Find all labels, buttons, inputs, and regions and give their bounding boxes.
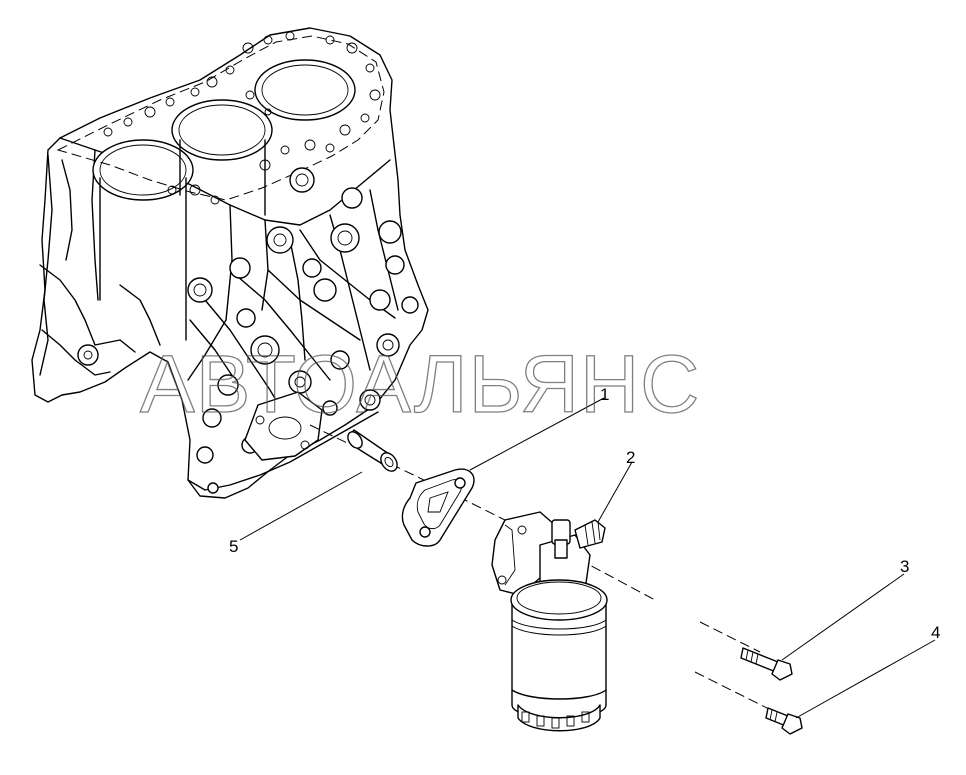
callout-1: 1 (600, 385, 609, 404)
leader-line-4 (795, 639, 936, 719)
filter-canister (510, 579, 608, 732)
part-4-bolt (765, 707, 803, 735)
leader-lines (239, 397, 936, 719)
callout-4: 4 (931, 623, 940, 642)
part-3-bolt (740, 647, 793, 681)
bolt-axis-upper (699, 621, 761, 653)
callout-3: 3 (900, 557, 909, 576)
callout-2: 2 (626, 448, 635, 467)
part-5-bushing (347, 429, 398, 472)
callout-5: 5 (229, 537, 238, 556)
leader-line-1 (469, 397, 605, 471)
leader-line-3 (781, 573, 905, 661)
bolt-axis-lower (694, 671, 776, 713)
part-1-gasket (401, 468, 475, 547)
leader-line-5 (239, 471, 363, 541)
engine-block (31, 27, 429, 499)
leader-line-2 (597, 461, 633, 523)
watermark-text: АВТОАЛЬЯНС (140, 339, 700, 430)
